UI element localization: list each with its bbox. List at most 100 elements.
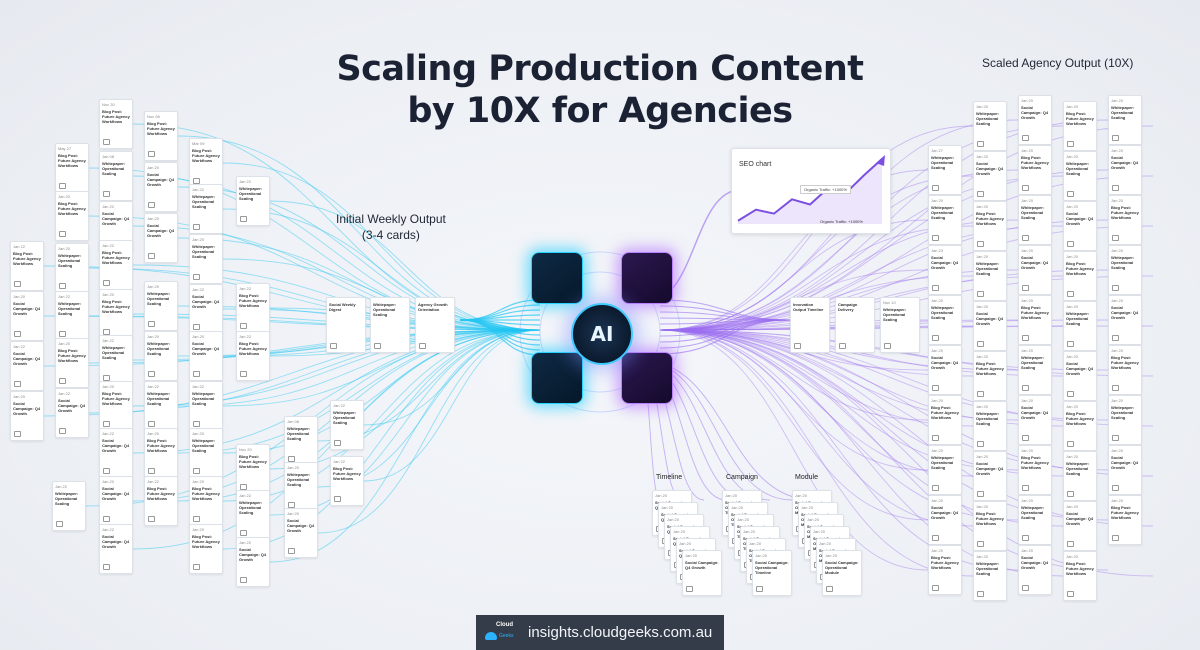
footer-url-link[interactable]: insights.cloudgeeks.com.au bbox=[528, 624, 713, 641]
center-output-card[interactable]: Innovation Output Timeline bbox=[790, 297, 830, 353]
initial-output-card[interactable]: Agency Growth Orientation bbox=[415, 297, 455, 353]
initial-output-card[interactable]: Social Weekly Digest bbox=[326, 297, 366, 353]
footer-bar[interactable]: Cloud Geeks insights.cloudgeeks.com.au bbox=[476, 615, 724, 650]
center-output-card[interactable]: Campaign Delivery bbox=[835, 297, 875, 353]
